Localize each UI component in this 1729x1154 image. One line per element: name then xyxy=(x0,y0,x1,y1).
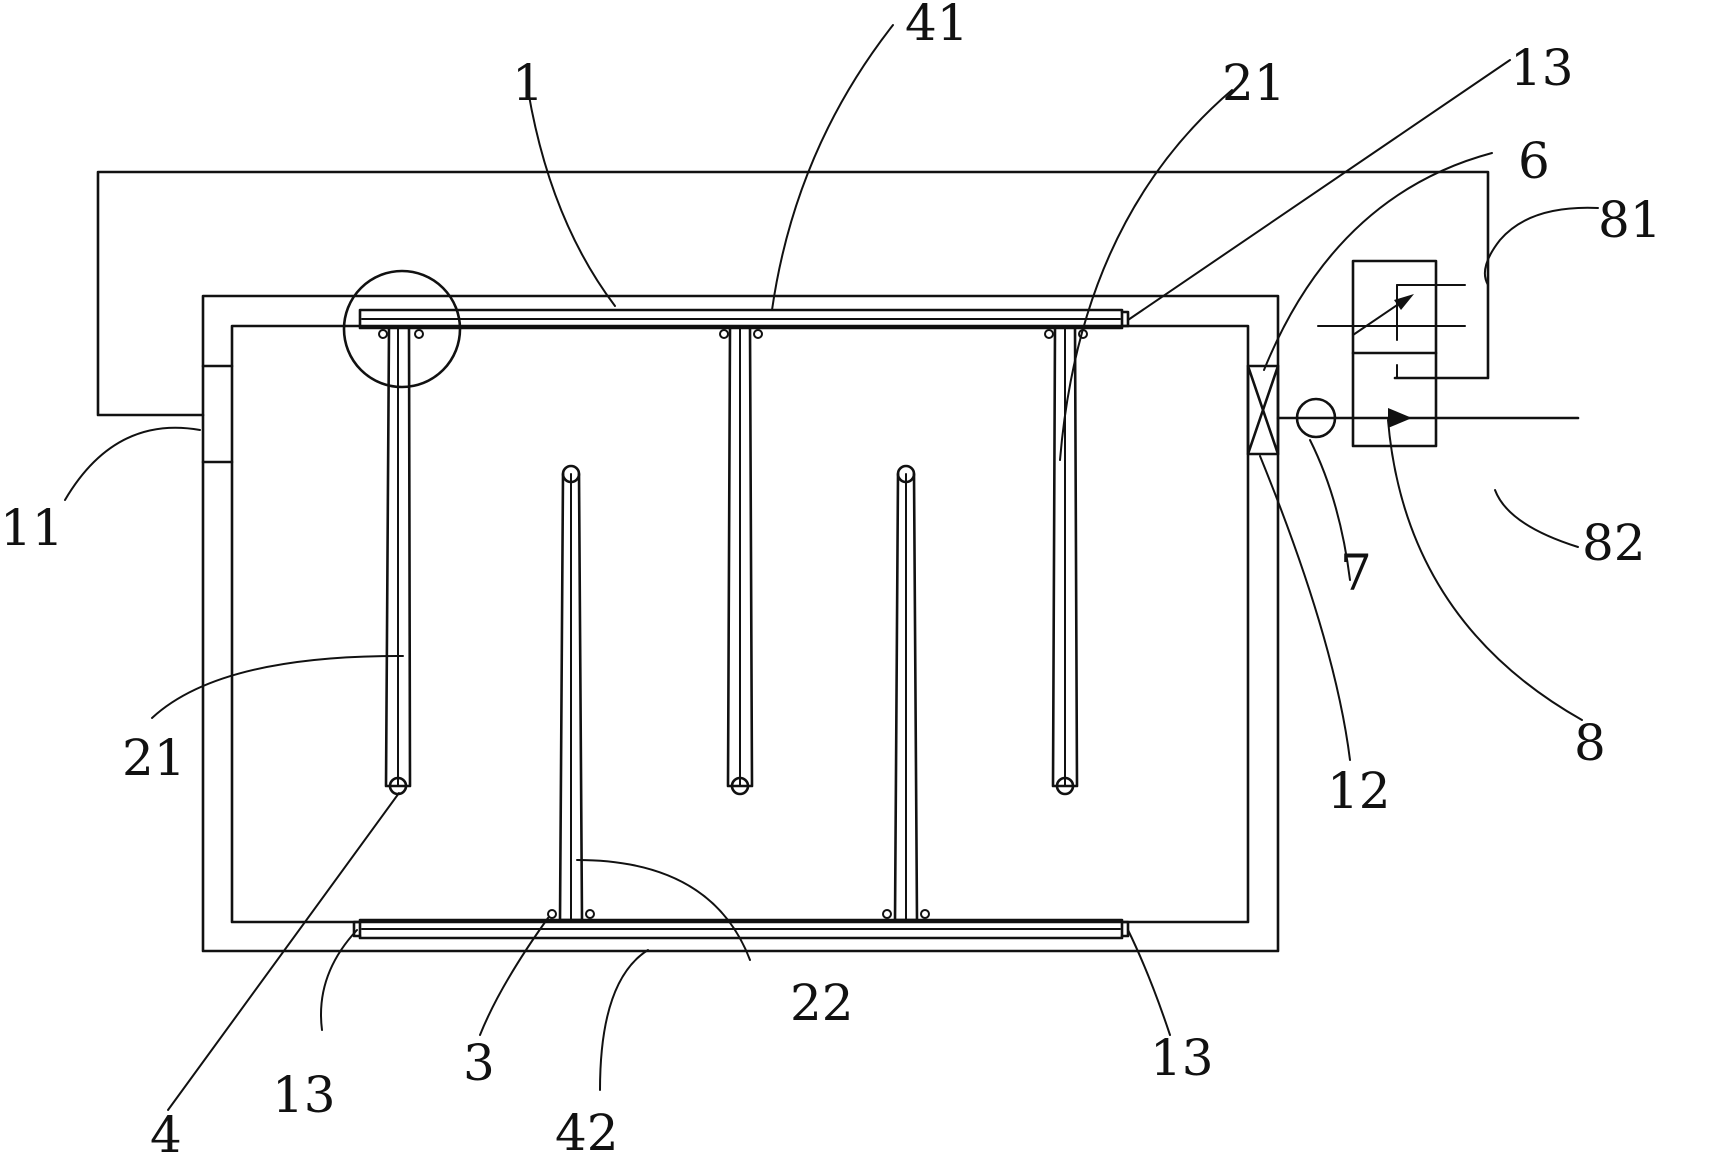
label-11: 11 xyxy=(0,499,64,557)
standing-electrode-2 xyxy=(882,464,930,922)
label-1: 1 xyxy=(512,54,544,112)
inlet-port xyxy=(201,364,234,464)
clamp-bottom-left xyxy=(352,920,362,938)
label-81: 81 xyxy=(1598,191,1662,249)
label-13-bottom-right: 13 xyxy=(1150,1029,1214,1087)
label-6: 6 xyxy=(1518,132,1550,190)
label-4: 4 xyxy=(150,1106,182,1154)
label-22: 22 xyxy=(790,974,854,1032)
detail-circle xyxy=(342,269,462,389)
label-42: 42 xyxy=(555,1104,619,1154)
leader-lines xyxy=(64,24,1599,1111)
label-7: 7 xyxy=(1340,544,1372,602)
standing-electrode-1 xyxy=(547,464,595,922)
hanging-electrode-3 xyxy=(1044,326,1088,796)
label-3: 3 xyxy=(463,1034,495,1092)
label-41: 41 xyxy=(905,0,969,52)
controller-8 xyxy=(1317,259,1466,448)
label-21-left: 21 xyxy=(122,729,186,787)
label-13-top: 13 xyxy=(1510,39,1574,97)
hanging-electrode-1 xyxy=(378,326,424,796)
label-21-top: 21 xyxy=(1222,54,1286,112)
bottom-electrode-plate xyxy=(358,918,1124,940)
tank-outer-wall xyxy=(201,294,1280,953)
return-pipe xyxy=(96,170,1490,417)
label-13-bottom-left: 13 xyxy=(272,1066,336,1124)
label-82: 82 xyxy=(1582,514,1646,572)
label-8: 8 xyxy=(1574,714,1606,772)
tank-inner-wall xyxy=(230,324,1250,924)
hanging-electrode-2 xyxy=(719,326,763,796)
label-12: 12 xyxy=(1327,762,1391,820)
outlet-valve xyxy=(1246,364,1280,456)
